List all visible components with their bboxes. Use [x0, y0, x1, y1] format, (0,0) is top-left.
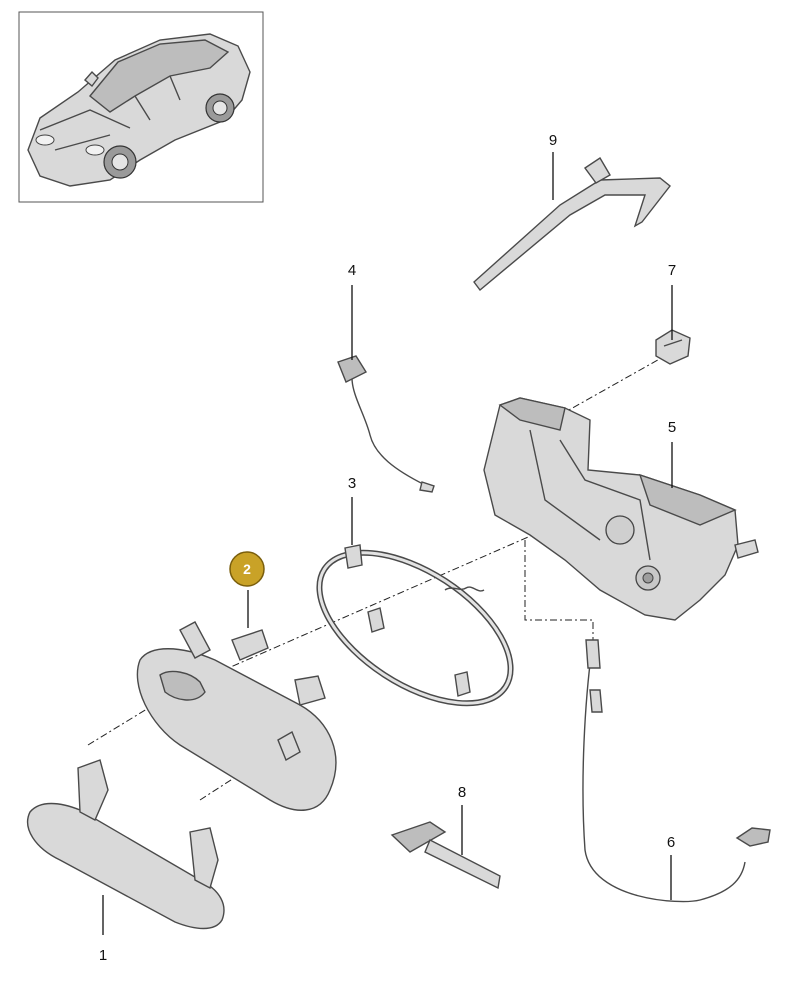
part-8-key-blade[interactable]: [390, 821, 501, 890]
part-6-release-cable[interactable]: [582, 639, 771, 903]
callout-8[interactable]: 8: [458, 784, 466, 801]
part-3-seal-frame[interactable]: [294, 522, 536, 734]
callout-6[interactable]: 6: [667, 834, 675, 851]
part-4-bowden-cable[interactable]: [337, 355, 435, 493]
callout-3[interactable]: 3: [348, 475, 356, 492]
callout-4[interactable]: 4: [348, 262, 356, 279]
part-1-outer-handle[interactable]: [26, 759, 225, 930]
part-2-handle-housing[interactable]: [136, 621, 337, 811]
callout-5[interactable]: 5: [668, 419, 676, 436]
part-5-handle-carrier[interactable]: [483, 397, 759, 621]
callout-2-badge[interactable]: [229, 551, 265, 587]
callout-1[interactable]: 1: [99, 947, 107, 964]
car-overview-icon: [27, 33, 251, 187]
callout-7[interactable]: 7: [668, 262, 676, 279]
leader-lines: [102, 152, 673, 935]
callout-labels: 1 2 3 4 5 6 7 8 9: [99, 132, 676, 964]
callout-9[interactable]: 9: [549, 132, 557, 149]
part-9-trim-strip[interactable]: [473, 157, 671, 292]
callout-2[interactable]: 2: [243, 561, 251, 577]
part-7-clip[interactable]: [655, 329, 691, 365]
overview-thumbnail[interactable]: [18, 11, 264, 203]
